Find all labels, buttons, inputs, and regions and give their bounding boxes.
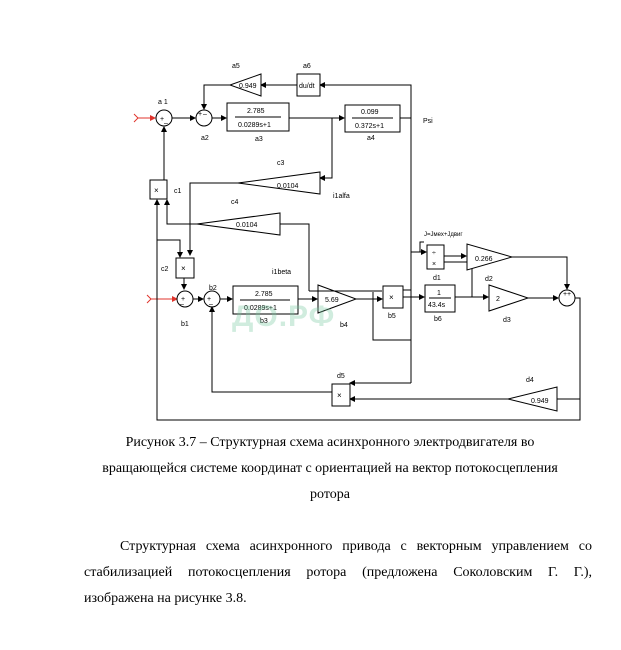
label-d1: d1 [433,275,441,282]
body-paragraph: Структурная схема асинхронного привода с… [84,534,592,612]
a4-numerator: 0.099 [361,109,379,116]
a5-gain: 0.949 [239,83,257,90]
label-c1: c1 [174,188,182,195]
b3-numerator: 2.785 [255,291,273,298]
d1-multiply: × [432,261,436,268]
a3-denominator: 0.0289s+1 [238,122,271,129]
sign-a1-minus: – [164,120,168,127]
caption-line-3: ротора [310,487,350,502]
a3-numerator: 2.785 [247,108,265,115]
signal-i1beta: i1beta [272,269,291,276]
label-d3: d3 [503,317,511,324]
c1-mult: × [154,186,159,195]
block-diagram: + – a 1 + – a2 2.785 0.0289s+1 a3 0.099 … [133,63,581,421]
d1-divide: ÷ [432,250,436,257]
c3-gain: 0.0104 [277,183,299,190]
block-d5 [331,383,351,407]
figure-caption: Рисунок 3.7 – Структурная схема асинхрон… [40,430,620,508]
sign-a2-minus: – [203,111,207,118]
label-a3: a3 [255,136,263,143]
label-d4: d4 [526,377,534,384]
sign-out-plus: + [563,291,567,298]
paragraph-line-2: стабилизацией потокосцепления ротора (пр… [84,565,592,580]
label-c3: c3 [277,160,285,167]
caption-line-2: вращающейся системе координат с ориентац… [102,461,558,476]
d4-gain: 0.949 [531,398,549,405]
block-d4 [507,386,558,412]
label-c2: c2 [161,266,169,273]
block-c3 [237,171,321,195]
label-b5: b5 [388,313,396,320]
label-b6: b6 [434,316,442,323]
d2-gain: 0.266 [475,256,493,263]
sign-out-plus2: + [567,291,571,298]
sign-b2-plus: + [207,296,211,303]
b3-denominator: 0.0289s+1 [244,305,277,312]
sign-b1-plus: + [181,296,185,303]
label-c4: c4 [231,199,239,206]
input-marker-b [146,294,152,304]
label-a4: a4 [367,135,375,142]
signal-j: J=Jмех+Jдвиг [424,232,463,238]
c2-mult: × [181,264,186,273]
caption-line-1: Рисунок 3.7 – Структурная схема асинхрон… [125,435,535,450]
sign-a2-plus: + [198,111,202,118]
d5-mult: × [337,391,342,400]
watermark: ДО.РФ [232,300,336,333]
input-marker-a [133,113,139,123]
d3-gain: 2 [496,296,500,303]
b4-gain: 5.69 [325,297,339,304]
a4-denominator: 0.372s+1 [355,123,384,130]
block-a5 [228,73,262,97]
block-d3 [488,284,530,312]
sign-a1-plus: + [160,116,164,123]
label-a2: a2 [201,135,209,142]
a6-derivative: du/dt [299,83,315,90]
signal-psi: Psi [423,118,433,125]
block-c2 [175,257,195,279]
block-b4 [317,284,358,314]
label-b1: b1 [181,321,189,328]
label-a6: a6 [303,63,311,70]
label-a1: a 1 [158,99,168,106]
c4-gain: 0.0104 [236,222,258,229]
paragraph-line-3: изображена на рисунке 3.8. [84,591,247,606]
label-b4: b4 [340,322,348,329]
sign-b2-minus: – [209,301,213,308]
label-b3: b3 [260,318,268,325]
b5-mult: × [389,293,394,302]
label-d2: d2 [485,276,493,283]
signal-i1alfa: i1alfa [333,193,350,200]
b6-denominator: 43.4s [428,302,446,309]
block-d1 [426,244,445,270]
b6-numerator: 1 [437,290,441,297]
label-a5: a5 [232,63,240,70]
paragraph-line-1: Структурная схема асинхронного привода с… [120,539,592,554]
sign-b1-minus: – [180,301,184,308]
block-d2 [466,243,514,271]
label-b2: b2 [209,285,217,292]
label-d5: d5 [337,373,345,380]
